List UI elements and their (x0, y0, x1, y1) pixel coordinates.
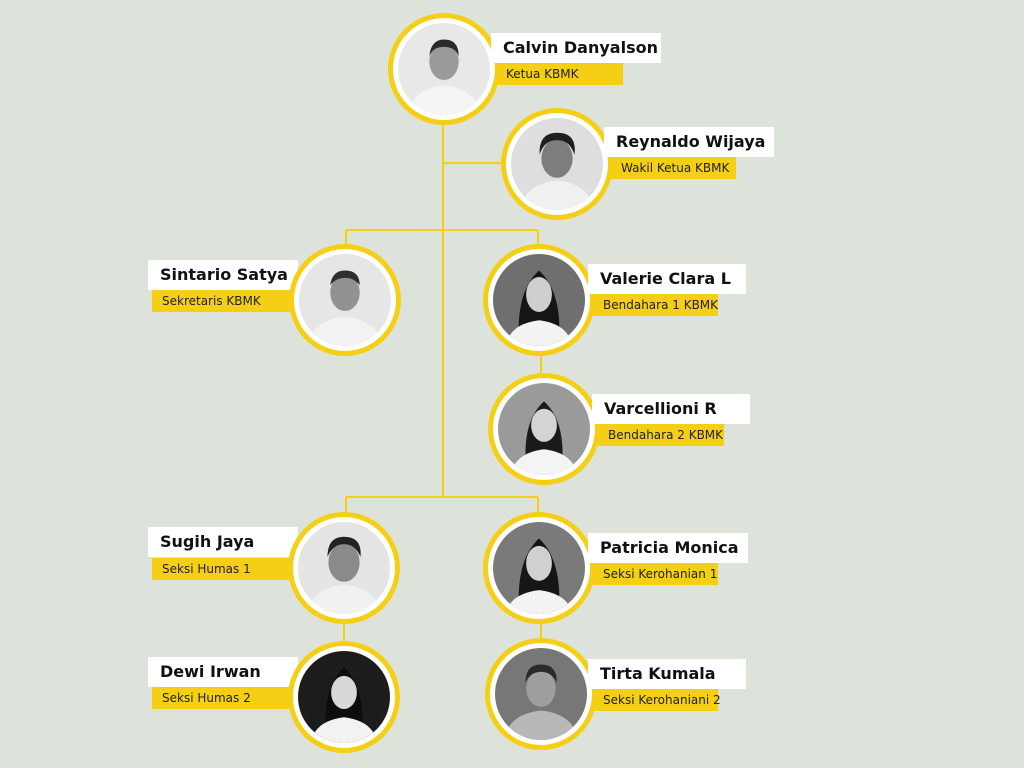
avatar (483, 244, 595, 356)
person-portrait-icon (298, 522, 390, 614)
member-name: Valerie Clara L (588, 264, 746, 294)
avatar (501, 108, 613, 220)
member-role: Ketua KBMK (496, 63, 623, 85)
member-name: Sintario Satya (148, 260, 298, 290)
person-portrait-icon (493, 522, 585, 614)
person-portrait-icon (398, 23, 490, 115)
member-name: Sugih Jaya (148, 527, 298, 557)
member-role: Seksi Humas 2 (152, 687, 290, 709)
member-role: Seksi Kerohaniani 2 (593, 689, 721, 711)
person-portrait-icon (299, 254, 391, 346)
member-role: Bendahara 1 KBMK (593, 294, 718, 316)
person-portrait-icon (495, 648, 587, 740)
avatar (485, 638, 597, 750)
member-role: Seksi Humas 1 (152, 558, 290, 580)
member-name: Calvin Danyalson (491, 33, 661, 63)
member-role: Sekretaris KBMK (152, 290, 292, 312)
member-name: Dewi Irwan (148, 657, 298, 687)
member-name: Patricia Monica (588, 533, 748, 563)
avatar (288, 641, 400, 753)
member-name: Reynaldo Wijaya (604, 127, 774, 157)
avatar (288, 512, 400, 624)
person-portrait-icon (498, 383, 590, 475)
person-portrait-icon (511, 118, 603, 210)
member-role: Seksi Kerohanian 1 (593, 563, 718, 585)
avatar (289, 244, 401, 356)
member-role: Bendahara 2 KBMK (598, 424, 724, 446)
member-name: Tirta Kumala (588, 659, 746, 689)
member-name: Varcellioni R (592, 394, 750, 424)
avatar (388, 13, 500, 125)
avatar (483, 512, 595, 624)
member-role: Wakil Ketua KBMK (611, 157, 736, 179)
avatar (488, 373, 600, 485)
person-portrait-icon (298, 651, 390, 743)
person-portrait-icon (493, 254, 585, 346)
